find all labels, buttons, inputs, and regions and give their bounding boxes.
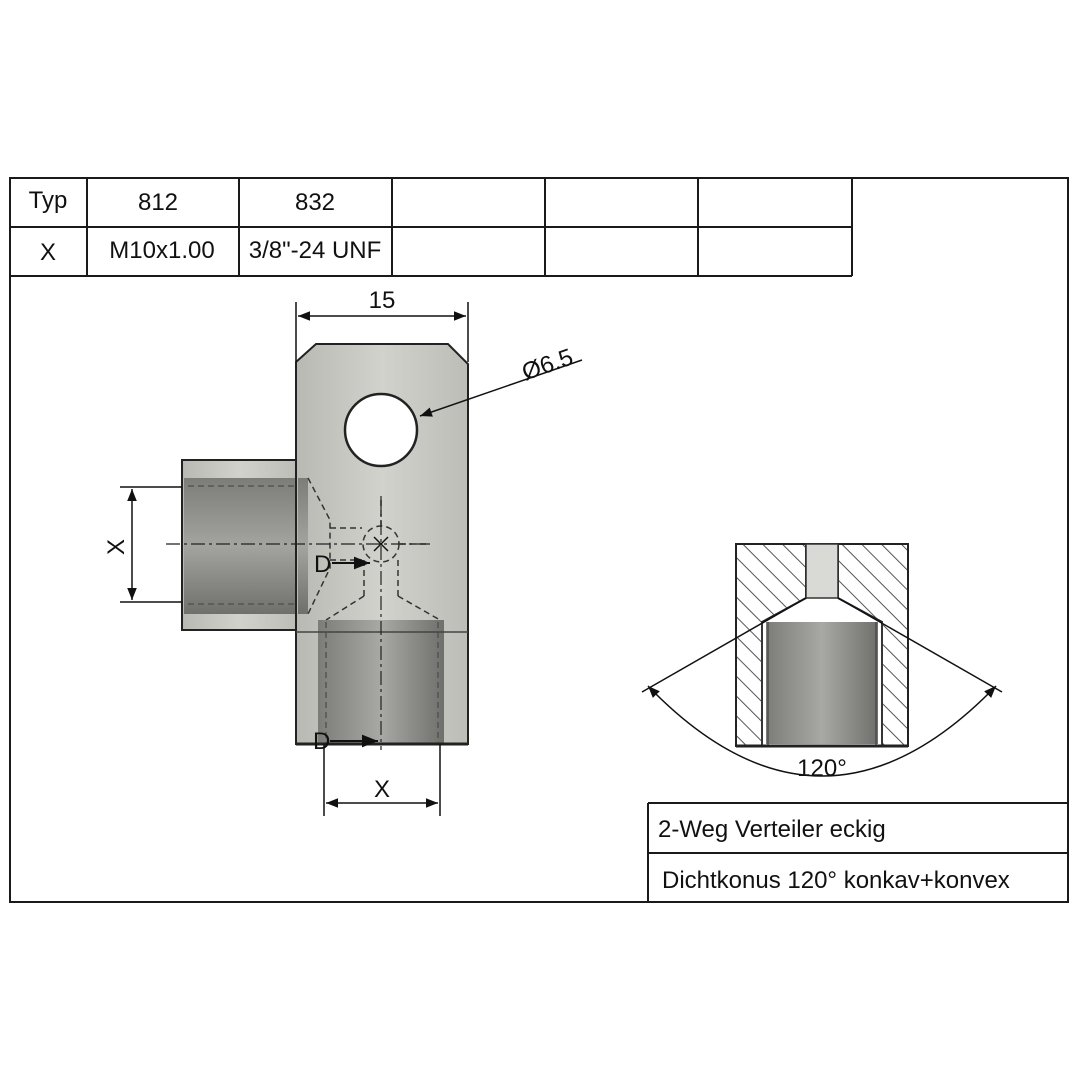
section-small-bore bbox=[805, 543, 839, 599]
bottom-thread-dimension bbox=[323, 744, 441, 816]
part-front-view: D D bbox=[166, 343, 469, 755]
d-label-center: D bbox=[314, 551, 331, 578]
d-label-bottom: D bbox=[313, 728, 330, 755]
mounting-hole bbox=[343, 392, 419, 468]
bottom-thread-lines bbox=[325, 622, 439, 744]
section-view bbox=[735, 543, 909, 748]
left-thread-lines bbox=[188, 485, 308, 605]
section-thread bbox=[766, 622, 878, 744]
title-block bbox=[647, 802, 1068, 902]
type-table-header: Typ 812 832 bbox=[29, 187, 335, 216]
table-header-cell: 832 bbox=[295, 189, 335, 216]
table-row-cell: X bbox=[40, 239, 56, 266]
width-label: 15 bbox=[369, 287, 396, 314]
type-table-row: X M10x1.00 3/8"-24 UNF bbox=[40, 237, 381, 266]
title-line-2: Dichtkonus 120° konkav+konvex bbox=[662, 867, 1010, 894]
hole-diameter-label: Ø6.5 bbox=[519, 344, 577, 386]
table-header-cell: 812 bbox=[138, 189, 178, 216]
bottom-thread-label: X bbox=[374, 776, 390, 803]
table-row-cell: M10x1.00 bbox=[109, 237, 214, 264]
left-thread-label: X bbox=[103, 539, 130, 555]
left-thread-dimension bbox=[120, 486, 182, 603]
table-header-cell: Typ bbox=[29, 187, 68, 214]
cone-angle-label: 120° bbox=[797, 755, 847, 782]
title-line-1: 2-Weg Verteiler eckig bbox=[658, 816, 886, 843]
type-table bbox=[10, 178, 853, 277]
hole-diameter-leader bbox=[419, 359, 583, 417]
drawing-frame bbox=[9, 177, 1069, 903]
left-thread bbox=[184, 478, 306, 614]
table-row-cell: 3/8"-24 UNF bbox=[249, 237, 382, 264]
cone-angle-dimension bbox=[641, 597, 1003, 777]
center-lines bbox=[166, 496, 432, 750]
width-dimension bbox=[295, 302, 469, 362]
